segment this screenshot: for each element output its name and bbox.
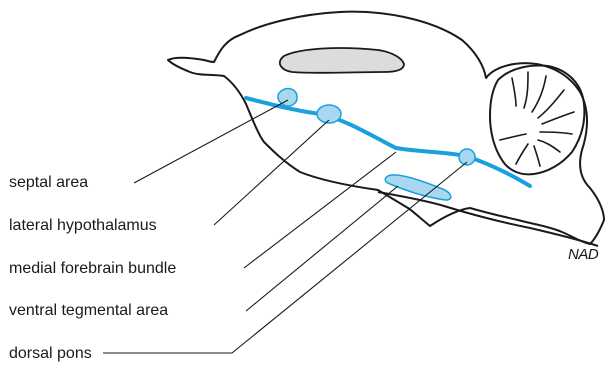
brainstem-outline (378, 192, 598, 246)
label-ventral-tegmental-area: ventral tegmental area (9, 302, 168, 320)
leader-line-lateral-hypothalamus (214, 120, 329, 225)
label-dorsal-pons: dorsal pons (9, 345, 92, 363)
cerebellar-folia (500, 72, 574, 166)
label-lateral-hypothalamus: lateral hypothalamus (9, 217, 157, 235)
lateral-ventricle (280, 48, 404, 73)
dorsal-pons-structure (385, 175, 451, 200)
brain-outline (168, 12, 604, 244)
label-medial-forebrain-bundle: medial forebrain bundle (9, 260, 176, 278)
artist-signature: NAD (568, 246, 598, 263)
medial-forebrain-bundle-pathway (246, 98, 530, 186)
label-septal-area: septal area (9, 174, 88, 192)
